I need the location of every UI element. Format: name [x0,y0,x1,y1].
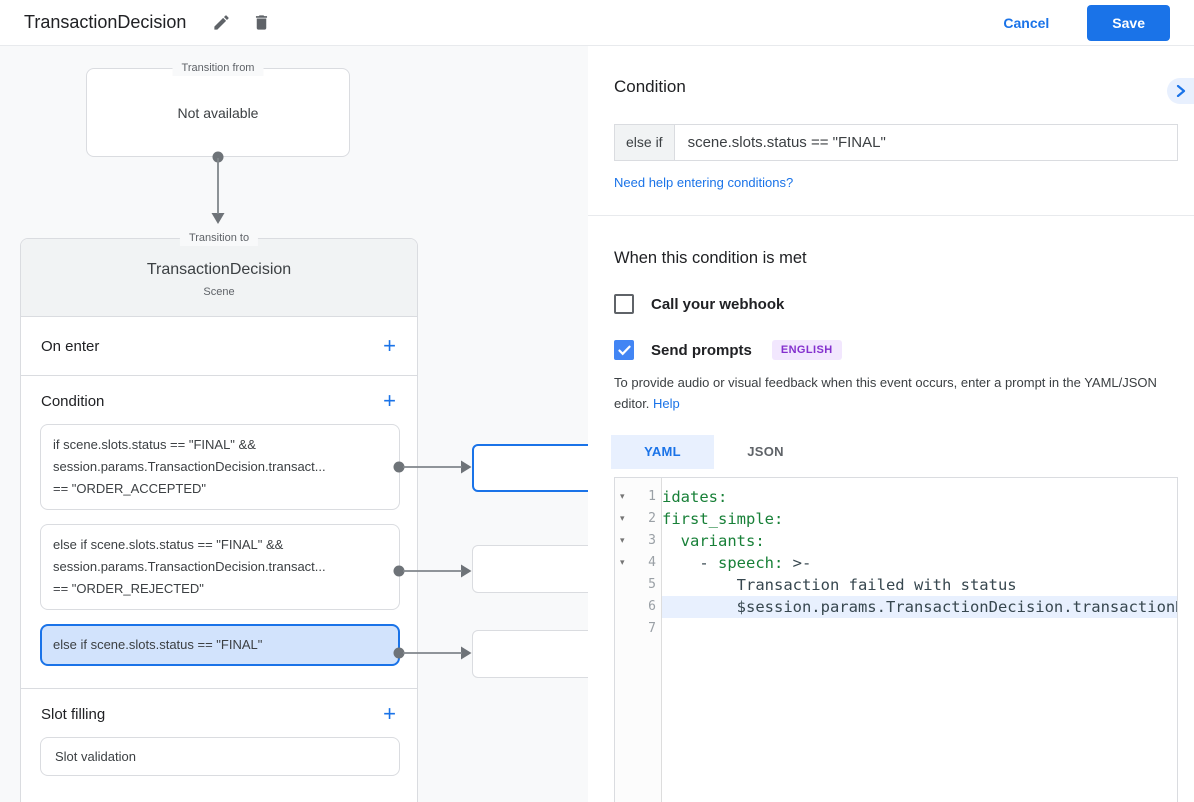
scene-type: Scene [203,286,235,298]
condition-card-order-rejected[interactable]: else if scene.slots.status == "FINAL" &&… [40,524,400,610]
line-number: 3 [648,533,656,549]
fold-icon[interactable]: ▾ [620,557,625,568]
send-prompts-label: Send prompts [651,341,752,359]
slot-filling-label: Slot filling [41,705,106,723]
transition-target-box-2[interactable] [472,545,588,593]
section-divider [588,215,1194,216]
code-line-highlighted: $session.params.TransactionDecision.tran… [662,595,1177,618]
tab-yaml[interactable]: YAML [611,434,714,469]
webhook-checkbox[interactable] [614,294,634,314]
transition-target-box-3[interactable] [472,630,588,678]
line-number: 2 [648,511,656,527]
tab-json[interactable]: JSON [714,435,817,469]
condition-section: Condition + if scene.slots.status == "FI… [21,376,417,689]
fold-icon[interactable]: ▾ [620,491,625,502]
editor-hint: To provide audio or visual feedback when… [614,373,1176,415]
top-bar: TransactionDecision Cancel Save [0,0,1194,46]
add-slot-button[interactable]: + [383,701,396,726]
chevron-right-icon [1176,85,1186,97]
scene-header: TransactionDecision Scene [21,239,417,317]
line-number: 1 [648,489,656,505]
transition-to-legend: Transition to [179,231,259,246]
line-number: 7 [648,621,656,637]
page-title: TransactionDecision [24,12,187,32]
transition-from-content: Not available [177,104,259,121]
fold-icon[interactable]: ▾ [620,513,625,524]
when-condition-title: When this condition is met [614,249,807,267]
cancel-button[interactable]: Cancel [1003,14,1050,31]
condition-detail-panel: Condition else if Need help entering con… [588,46,1194,802]
send-prompts-row: Send prompts ENGLISH [614,340,1178,360]
slot-validation-card[interactable]: Slot validation [40,737,400,776]
save-button[interactable]: Save [1087,4,1170,41]
code-line: - speech: >- [662,553,812,572]
line-number: 5 [648,577,656,593]
transition-from-box: Transition from Not available [86,61,350,157]
add-condition-button[interactable]: + [383,388,396,413]
condition-text: else if scene.slots.status == "FINAL" [53,637,263,652]
line-number: 4 [648,555,656,571]
condition-text: session.params.TransactionDecision.trans… [53,559,326,574]
code-line: Transaction failed with status [662,575,1017,594]
yaml-editor: ▾ 1 ▾ 2 ▾ 3 ▾ 4 5 6 7 idates: first_simple: … [614,476,1178,802]
condition-text: else if scene.slots.status == "FINAL" && [53,537,284,552]
condition-expression-row: else if [614,124,1178,161]
on-enter-section: On enter + [21,317,417,376]
transition-from-legend: Transition from [172,61,264,76]
main-area: Transition from Not available Transition… [0,46,1194,802]
condition-card-order-accepted[interactable]: if scene.slots.status == "FINAL" && sess… [40,424,400,510]
line-number: 6 [648,599,656,615]
editor-code-area[interactable]: idates: first_simple: variants: - speech… [662,478,1177,802]
code-line: idates: [662,487,728,506]
add-icon: + [383,701,396,726]
fold-icon[interactable]: ▾ [620,535,625,546]
edit-button[interactable] [208,10,234,36]
conditions-help-link[interactable]: Need help entering conditions? [614,175,794,190]
condition-section-label: Condition [41,392,105,410]
checkmark-icon [617,345,631,356]
webhook-label: Call your webhook [651,295,785,313]
condition-text: if scene.slots.status == "FINAL" && [53,437,256,452]
editor-help-link[interactable]: Help [653,395,680,411]
add-icon: + [383,333,396,358]
webhook-row: Call your webhook [614,294,1178,314]
trash-icon [252,13,271,32]
code-line: variants: [662,531,765,550]
slot-filling-section: Slot filling + Slot validation [21,689,417,798]
collapse-panel-button[interactable] [1167,78,1194,104]
panel-title: Condition [614,77,686,96]
add-on-enter-button[interactable]: + [383,333,396,358]
condition-card-final-selected[interactable]: else if scene.slots.status == "FINAL" [40,624,400,666]
editor-hint-text: To provide audio or visual feedback when… [614,375,1157,411]
condition-text: == "ORDER_ACCEPTED" [53,481,206,496]
pencil-icon [212,13,231,32]
condition-text: == "ORDER_REJECTED" [53,581,204,596]
scene-diagram: Transition from Not available Transition… [0,46,588,802]
transition-target-box-1[interactable] [472,444,588,492]
delete-button[interactable] [248,10,274,36]
language-badge: ENGLISH [771,340,842,360]
condition-text: session.params.TransactionDecision.trans… [53,459,326,474]
scene-name: TransactionDecision [146,261,292,278]
transition-to-box: Transition to TransactionDecision Scene … [20,231,418,802]
add-icon: + [383,388,396,413]
editor-gutter: ▾ 1 ▾ 2 ▾ 3 ▾ 4 5 6 7 [615,477,662,802]
on-enter-label: On enter [41,337,100,355]
code-line [662,618,1177,640]
editor-tabs: YAML JSON [611,434,1178,469]
condition-input[interactable] [673,124,1178,161]
send-prompts-checkbox[interactable] [614,340,634,360]
code-line: first_simple: [662,509,784,528]
condition-prefix: else if [614,124,674,161]
